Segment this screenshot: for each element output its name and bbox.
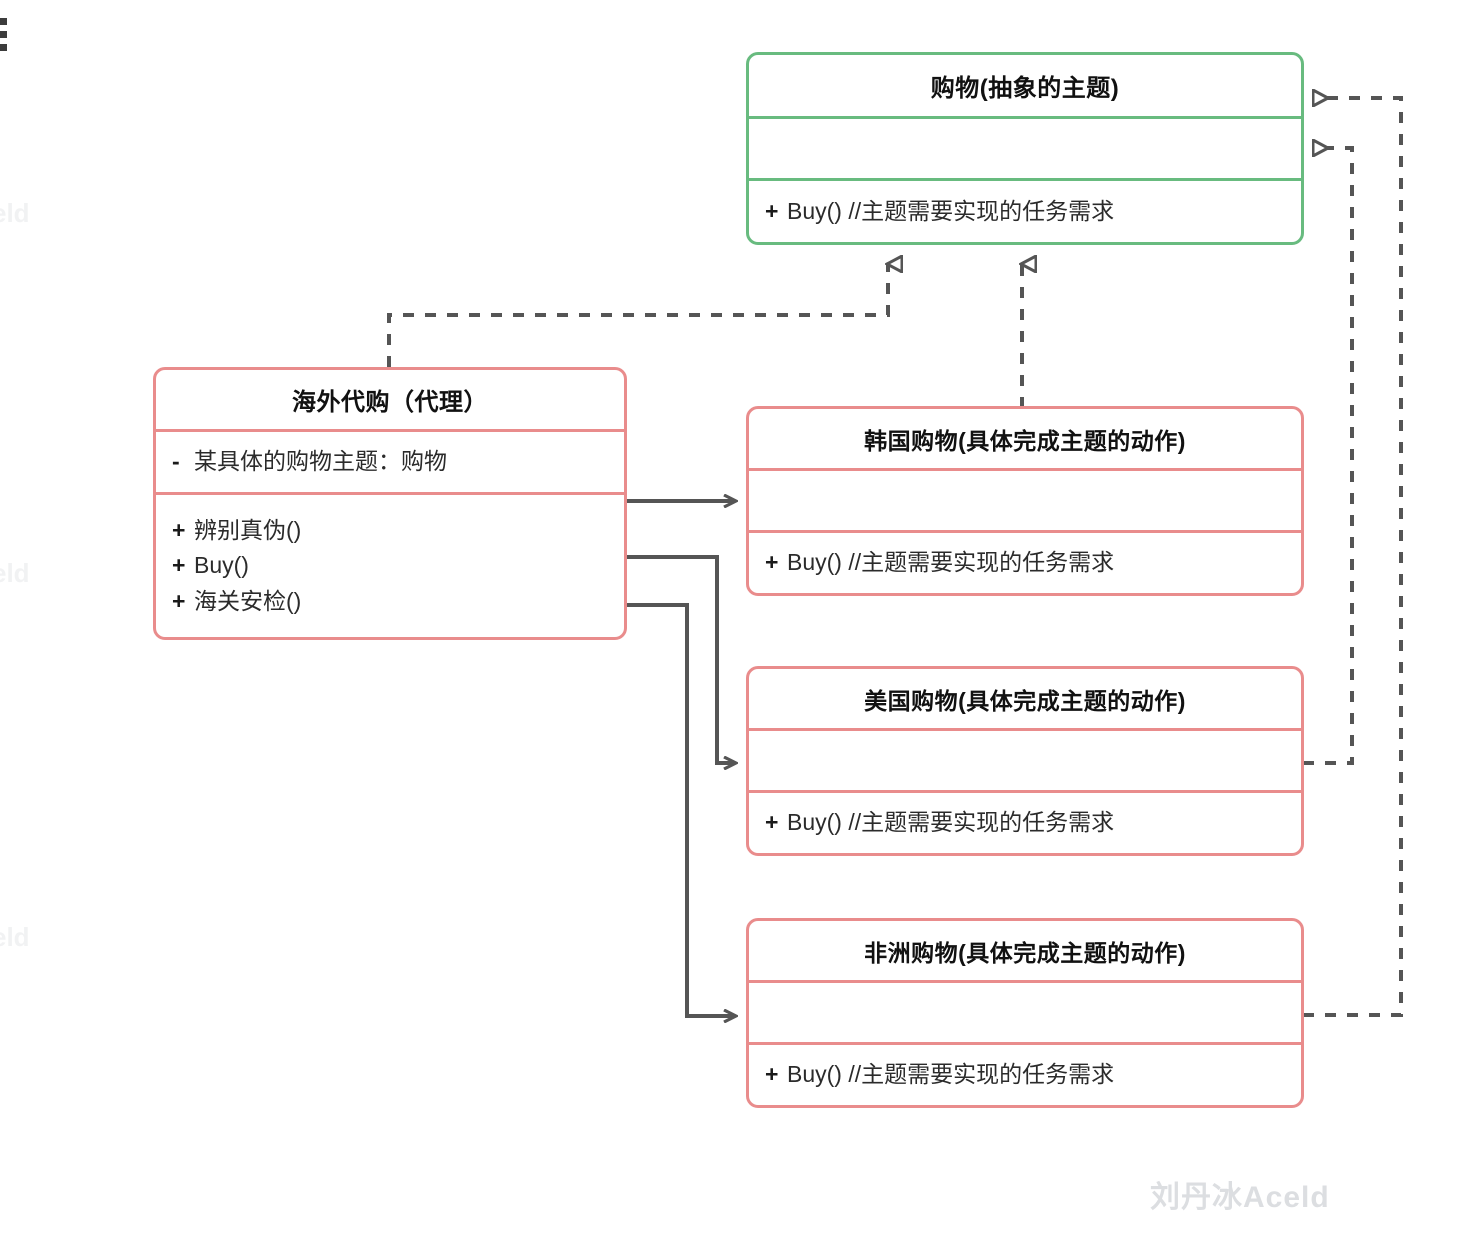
- class-member: + 辨别真伪(): [172, 513, 624, 549]
- class-member: + 海关安检(): [172, 584, 624, 620]
- class-member: + Buy(): [172, 548, 624, 584]
- edge-proxy-to-usa: [627, 555, 735, 763]
- class-member: + Buy() //主题需要实现的任务需求: [765, 805, 1301, 841]
- visibility-marker: +: [765, 809, 779, 836]
- class-member: + Buy() //主题需要实现的任务需求: [765, 545, 1301, 581]
- class-box-korea[interactable]: 韩国购物(具体完成主题的动作) + Buy() //主题需要实现的任务需求: [746, 406, 1304, 596]
- member-text: 辨别真伪(): [194, 516, 302, 543]
- member-text: Buy() //主题需要实现的任务需求: [787, 197, 1115, 224]
- watermark-author: 刘丹冰Aceld: [1150, 1181, 1330, 1214]
- edge-proxy-realizes-shopping: [387, 264, 888, 367]
- class-title-usa: 美国购物(具体完成主题的动作): [864, 687, 1186, 714]
- class-member: + Buy() //主题需要实现的任务需求: [765, 194, 1301, 230]
- class-title-korea: 韩国购物(具体完成主题的动作): [864, 427, 1186, 454]
- visibility-marker: +: [172, 587, 186, 614]
- class-member: -某具体的购物主题：购物: [172, 444, 624, 480]
- class-box-shopping[interactable]: 购物(抽象的主题) + Buy() //主题需要实现的任务需求: [746, 52, 1304, 245]
- edge-africa-realizes-shopping: [1303, 98, 1403, 1017]
- class-methods-africa: + Buy() //主题需要实现的任务需求: [749, 1042, 1301, 1105]
- member-text: Buy(): [194, 552, 249, 579]
- visibility-marker: +: [172, 552, 186, 579]
- visibility-marker: +: [765, 1061, 779, 1088]
- visibility-marker: +: [172, 516, 186, 543]
- watermark-fragment: eld: [0, 922, 30, 952]
- edge-proxy-to-africa: [627, 603, 735, 1016]
- watermark-fragment: eld: [0, 558, 30, 588]
- member-text: 海关安检(): [194, 587, 302, 614]
- edge-artifact-dots: [0, 18, 10, 57]
- class-methods-korea: + Buy() //主题需要实现的任务需求: [749, 530, 1301, 593]
- class-attributes-korea: [749, 468, 1301, 530]
- class-attributes-shopping: [749, 116, 1301, 178]
- class-attributes-overseas-proxy: -某具体的购物主题：购物: [156, 429, 624, 492]
- class-methods-usa: + Buy() //主题需要实现的任务需求: [749, 790, 1301, 853]
- class-box-usa[interactable]: 美国购物(具体完成主题的动作) + Buy() //主题需要实现的任务需求: [746, 666, 1304, 856]
- edge-usa-realizes-shopping: [1303, 148, 1354, 765]
- class-methods-shopping: + Buy() //主题需要实现的任务需求: [749, 178, 1301, 242]
- class-title-overseas-proxy: 海外代购（代理）: [292, 389, 488, 416]
- class-box-overseas-proxy[interactable]: 海外代购（代理） -某具体的购物主题：购物 + 辨别真伪() + Buy() + 海关…: [153, 367, 627, 640]
- visibility-marker: +: [765, 549, 779, 576]
- class-title-africa: 非洲购物(具体完成主题的动作): [864, 939, 1186, 966]
- visibility-marker: -: [172, 448, 180, 475]
- class-member: + Buy() //主题需要实现的任务需求: [765, 1057, 1301, 1093]
- class-attributes-usa: [749, 728, 1301, 790]
- class-box-africa[interactable]: 非洲购物(具体完成主题的动作) + Buy() //主题需要实现的任务需求: [746, 918, 1304, 1108]
- member-text: 某具体的购物主题：购物: [194, 448, 447, 475]
- member-text: Buy() //主题需要实现的任务需求: [787, 809, 1115, 836]
- visibility-marker: +: [765, 197, 779, 224]
- member-text: Buy() //主题需要实现的任务需求: [787, 1061, 1115, 1088]
- member-text: Buy() //主题需要实现的任务需求: [787, 549, 1115, 576]
- class-methods-overseas-proxy: + 辨别真伪() + Buy() + 海关安检(): [156, 492, 624, 637]
- watermark-fragment: eld: [0, 198, 30, 228]
- class-title-shopping: 购物(抽象的主题): [930, 75, 1120, 102]
- class-attributes-africa: [749, 980, 1301, 1042]
